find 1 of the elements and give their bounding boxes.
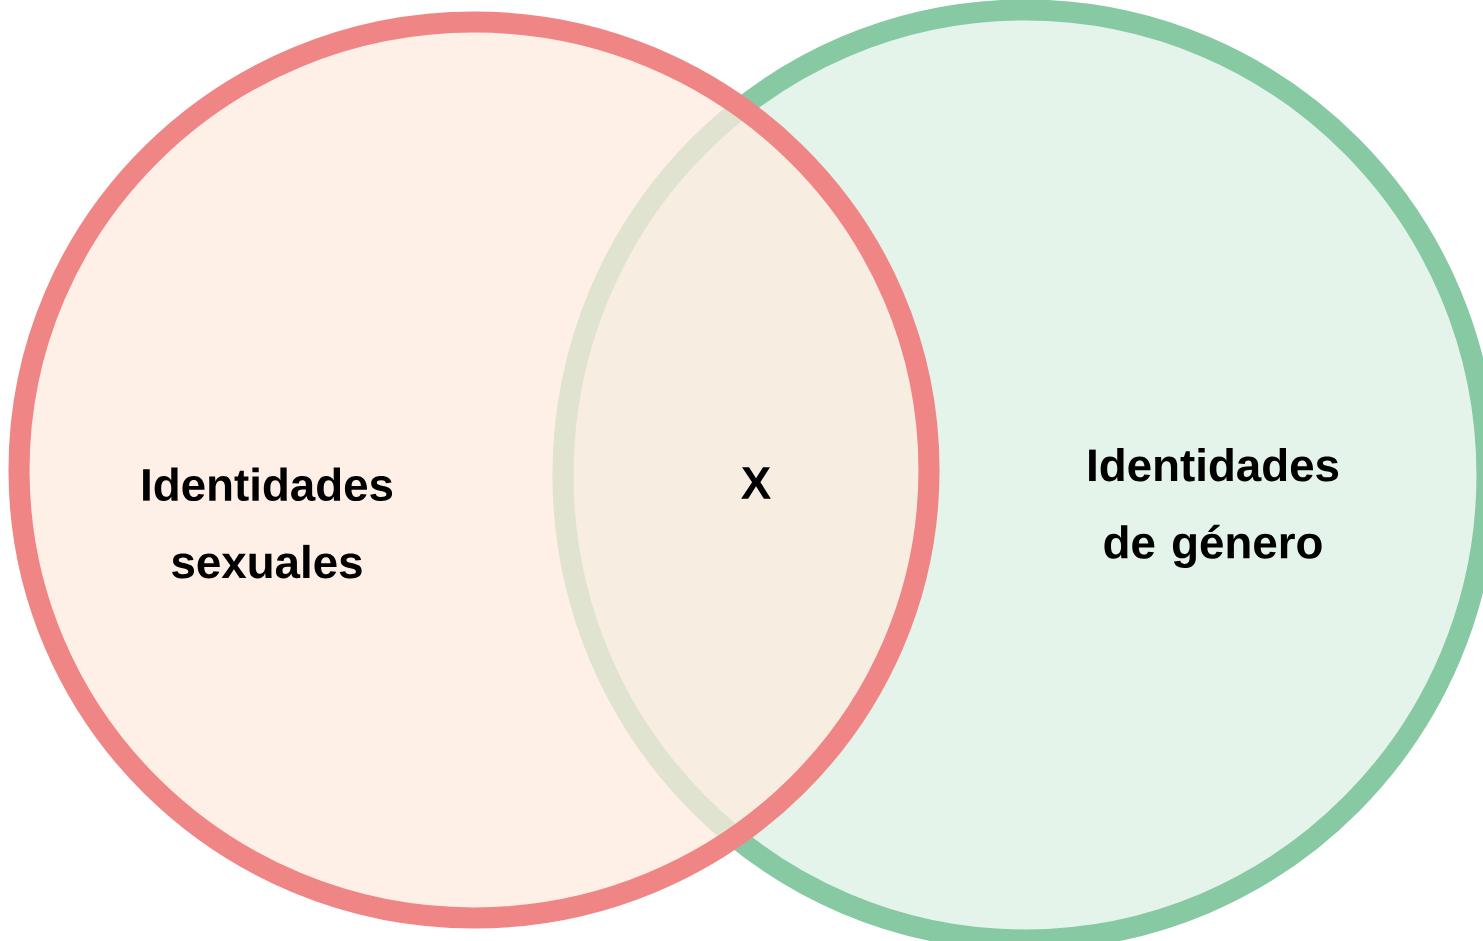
region-label: X <box>741 467 771 499</box>
